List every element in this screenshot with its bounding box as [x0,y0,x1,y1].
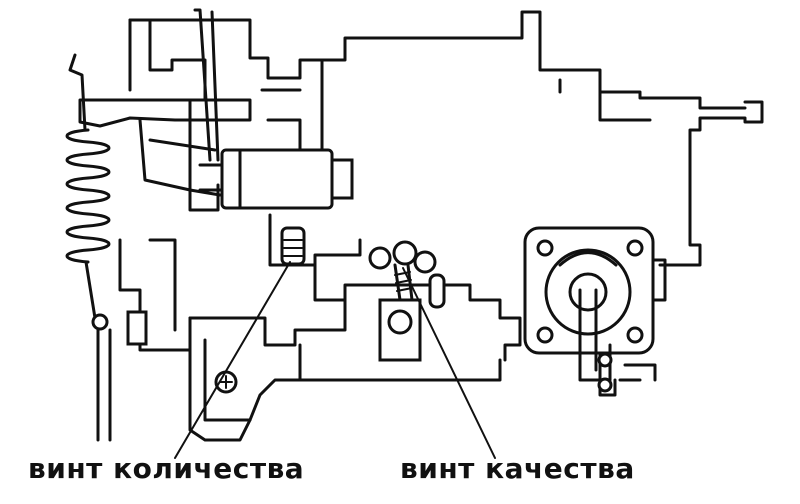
quantity-leader-line [174,261,291,459]
return-spring [65,53,112,442]
quantity-screw-label: винт количества [28,452,305,485]
quality-screw-label: винт качества [400,452,635,485]
carburetor-housing [128,10,764,267]
quality-leader-line [402,267,496,459]
diaphragm-housing [523,226,667,397]
solenoid-valve [198,148,354,210]
carburetor-lower-body [118,213,522,442]
quality-screw [368,240,446,362]
quantity-screw [214,226,306,394]
leader-lines [174,261,496,459]
